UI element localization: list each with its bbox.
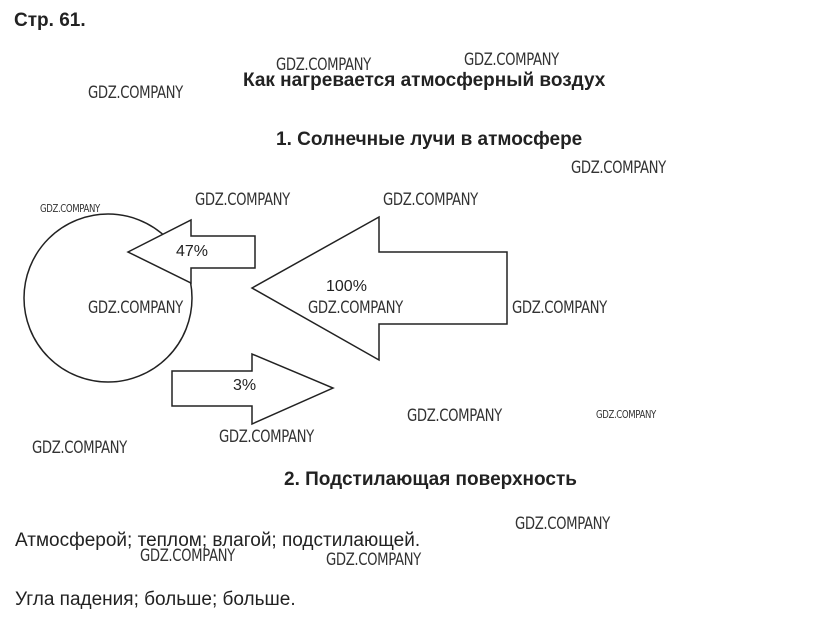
watermark: GDZ.COMPANY — [512, 298, 607, 318]
watermark: GDZ.COMPANY — [464, 50, 559, 70]
watermark: GDZ.COMPANY — [140, 546, 235, 566]
watermark: GDZ.COMPANY — [383, 190, 478, 210]
incoming-label: 100% — [326, 278, 367, 295]
answer-1: Атмосферой; теплом; влагой; подстилающей… — [15, 530, 421, 551]
answer-2: Угла падения; больше; больше. — [15, 589, 296, 610]
absorbed-arrow — [126, 218, 256, 285]
watermark: GDZ.COMPANY — [40, 202, 100, 215]
page-title: Как нагревается атмосферный воздух — [243, 70, 606, 91]
absorbed-label: 47% — [176, 243, 209, 260]
reflected-label: 3% — [233, 377, 257, 394]
watermark: GDZ.COMPANY — [88, 83, 183, 103]
watermark: GDZ.COMPANY — [195, 190, 290, 210]
watermark: GDZ.COMPANY — [515, 514, 610, 534]
section2-heading: 2. Подстилающая поверхность — [284, 469, 577, 490]
watermark: GDZ.COMPANY — [219, 427, 314, 447]
watermark: GDZ.COMPANY — [407, 406, 502, 426]
watermark: GDZ.COMPANY — [571, 158, 666, 178]
earth-circle — [23, 213, 193, 383]
watermark: GDZ.COMPANY — [276, 55, 371, 75]
watermark: GDZ.COMPANY — [308, 298, 403, 318]
watermark: GDZ.COMPANY — [32, 438, 127, 458]
watermark: GDZ.COMPANY — [326, 550, 421, 570]
incoming-arrow — [250, 215, 508, 362]
watermark: GDZ.COMPANY — [596, 408, 656, 421]
watermark: GDZ.COMPANY — [88, 298, 183, 318]
section1-heading: 1. Солнечные лучи в атмосфере — [276, 129, 583, 150]
reflected-arrow — [171, 352, 335, 426]
page-label: Стр. 61. — [14, 10, 86, 31]
